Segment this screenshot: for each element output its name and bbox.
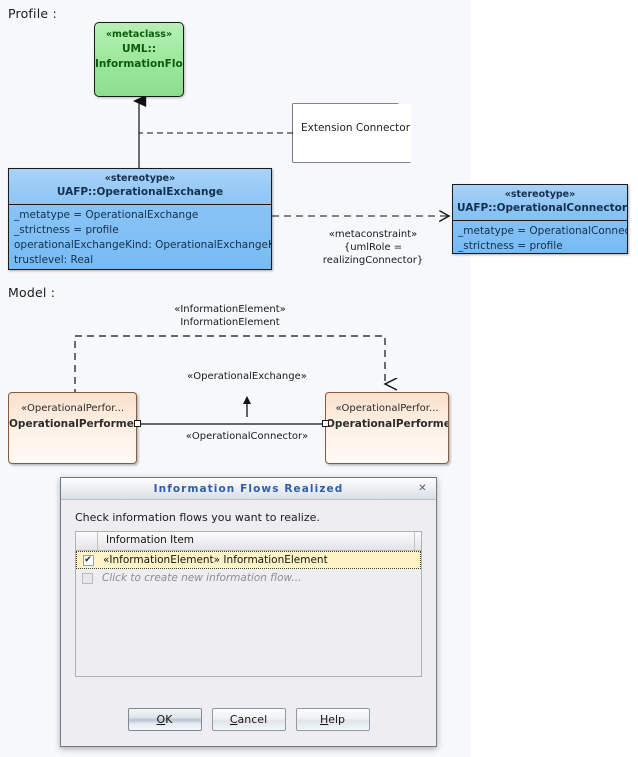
row-label: «InformationElement» InformationElement bbox=[103, 554, 328, 566]
cancel-label-suffix: ancel bbox=[237, 713, 268, 726]
table-header-checkbox-column bbox=[76, 532, 98, 550]
ok-mnemonic: O bbox=[156, 713, 166, 726]
information-element-line1: «InformationElement» bbox=[174, 304, 286, 315]
table-header-spacer bbox=[415, 532, 421, 550]
operational-exchange-name: UAFP::OperationalExchange bbox=[56, 185, 224, 198]
model-section-label: Model : bbox=[8, 285, 56, 300]
performer2-name: OperationalPerformer2 bbox=[326, 417, 448, 430]
operational-connector-name: UAFP::OperationalConnector bbox=[457, 201, 628, 214]
table-row[interactable]: ✔ «InformationElement» InformationElemen… bbox=[76, 551, 421, 569]
attribute-row: trustlevel: Real bbox=[14, 254, 94, 267]
performer1-stereotype-label: «OperationalPerfor... bbox=[20, 403, 125, 414]
canvas-right-margin bbox=[470, 0, 638, 757]
information-element-label: «InformationElement» InformationElement bbox=[130, 303, 330, 329]
metaclass-name-line1: UML:: bbox=[121, 42, 157, 55]
information-element-line2: InformationElement bbox=[180, 317, 280, 328]
operational-connector-stereotype-label: «stereotype» bbox=[504, 189, 576, 200]
attribute-row: _strictness = profile bbox=[14, 224, 119, 237]
operational-connector-attributes: _metatype = OperationalConnector _strict… bbox=[453, 221, 628, 253]
operational-exchange-attributes: _metatype = OperationalExchange _strictn… bbox=[9, 205, 272, 269]
dialog-title: Information Flows Realized bbox=[153, 482, 344, 495]
metaconstraint-line2: {umlRole = bbox=[343, 242, 403, 253]
operational-connector-header: «stereotype» UAFP::OperationalConnector bbox=[453, 185, 627, 221]
metaclass-name-line2: InformationFlow bbox=[95, 58, 184, 70]
performer2-port[interactable] bbox=[322, 420, 329, 427]
checkbox-icon[interactable] bbox=[81, 572, 93, 584]
operational-connector-edge-label: «OperationalConnector» bbox=[185, 431, 309, 442]
table-header-information-item: Information Item bbox=[98, 532, 415, 550]
metaconstraint-label: «metaconstraint» {umlRole = realizingCon… bbox=[283, 228, 463, 267]
profile-section-label: Profile : bbox=[8, 6, 57, 21]
performer1-name: OperationalPerformer1 bbox=[9, 417, 137, 430]
stereotype-operational-exchange[interactable]: «stereotype» UAFP::OperationalExchange _… bbox=[8, 168, 272, 270]
help-mnemonic: H bbox=[319, 713, 329, 726]
dialog-titlebar[interactable]: Information Flows Realized ✕ bbox=[61, 478, 436, 500]
metaconstraint-line1: «metaconstraint» bbox=[328, 229, 418, 240]
note-text: Extension Connector bbox=[301, 122, 411, 134]
information-item-table[interactable]: Information Item ✔ «InformationElement» … bbox=[75, 531, 422, 677]
help-label-suffix: elp bbox=[328, 713, 346, 726]
cancel-mnemonic: C bbox=[229, 713, 238, 726]
operational-performer-2[interactable]: «OperationalPerfor... OperationalPerform… bbox=[325, 392, 449, 464]
metaclass-information-flow[interactable]: «metaclass» UML:: InformationFlow bbox=[94, 22, 184, 97]
metaconstraint-line3: realizingConnector} bbox=[322, 255, 424, 266]
operational-exchange-stereotype-label: «stereotype» bbox=[104, 173, 176, 184]
attribute-row: operationalExchangeKind: OperationalExch… bbox=[14, 239, 272, 252]
row-checkbox-cell[interactable] bbox=[76, 572, 98, 584]
information-flows-realized-dialog[interactable]: Information Flows Realized ✕ Check infor… bbox=[60, 477, 437, 747]
note-extension-connector[interactable]: Extension Connector bbox=[293, 104, 411, 162]
operational-performer-1[interactable]: «OperationalPerfor... OperationalPerform… bbox=[8, 392, 137, 464]
table-row[interactable]: Click to create new information flow... bbox=[76, 569, 421, 587]
ok-label-suffix: K bbox=[165, 713, 173, 726]
table-header-row: Information Item bbox=[76, 532, 421, 551]
performer1-port[interactable] bbox=[134, 420, 141, 427]
dialog-instruction: Check information flows you want to real… bbox=[75, 511, 320, 524]
close-icon[interactable]: ✕ bbox=[418, 483, 427, 494]
performer2-stereotype-label: «OperationalPerfor... bbox=[335, 403, 439, 414]
attribute-row: _metatype = OperationalExchange bbox=[14, 209, 199, 221]
row-label: Click to create new information flow... bbox=[102, 572, 302, 584]
attribute-row: _strictness = profile bbox=[458, 240, 563, 253]
metaclass-stereotype-label: «metaclass» bbox=[105, 29, 173, 40]
operational-exchange-edge-label: «OperationalExchange» bbox=[187, 371, 307, 382]
attribute-row: _metatype = OperationalConnector bbox=[458, 225, 628, 237]
checkbox-icon[interactable]: ✔ bbox=[82, 554, 94, 566]
operational-exchange-header: «stereotype» UAFP::OperationalExchange bbox=[9, 169, 271, 205]
stereotype-operational-connector[interactable]: «stereotype» UAFP::OperationalConnector … bbox=[452, 184, 628, 254]
row-checkbox-cell[interactable]: ✔ bbox=[77, 554, 99, 566]
